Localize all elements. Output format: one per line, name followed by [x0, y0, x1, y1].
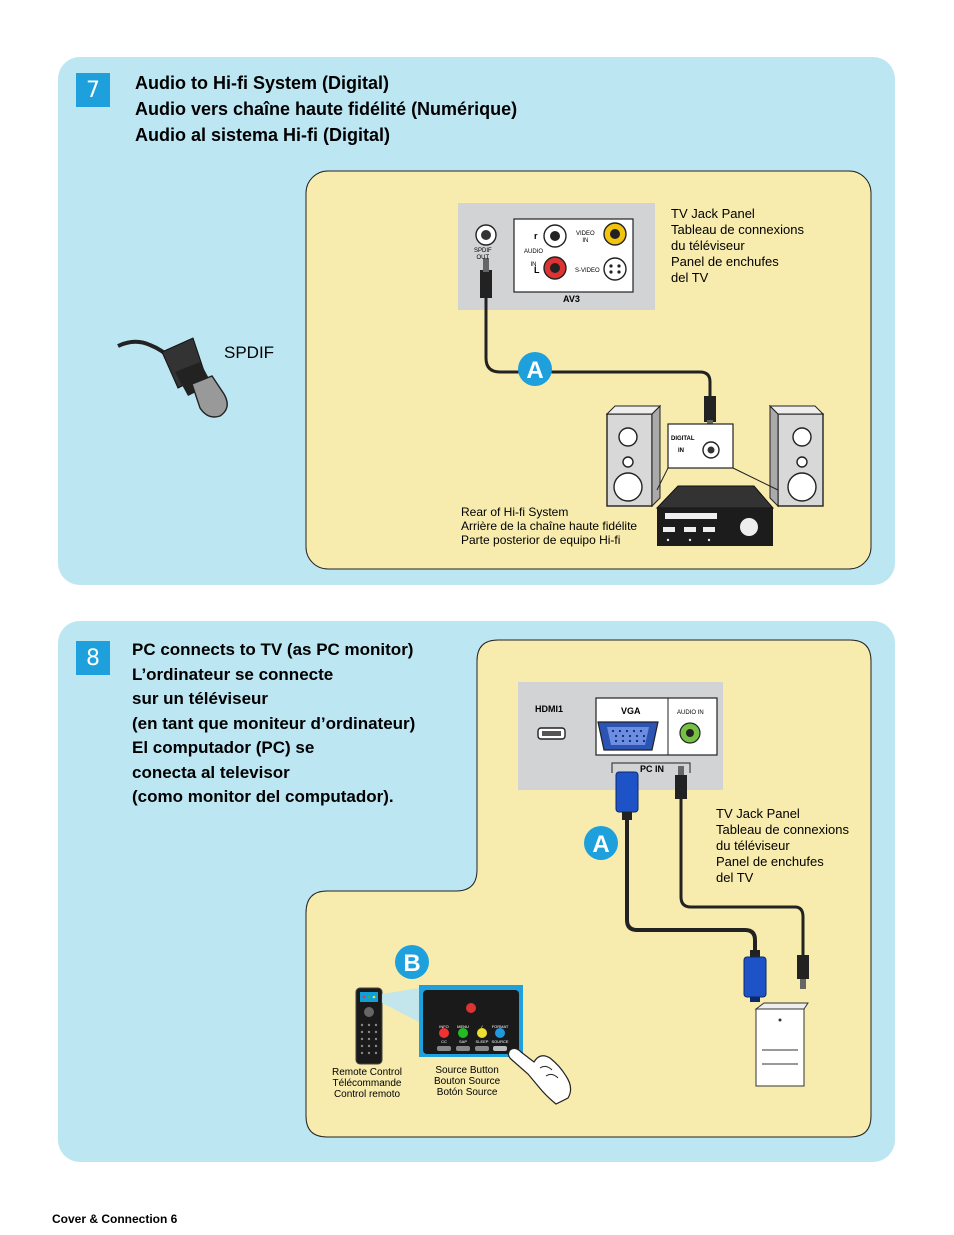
l-label: L — [534, 265, 540, 275]
audio-in-label: AUDIO IN — [524, 246, 543, 272]
svg-text:✓: ✓ — [480, 1024, 483, 1029]
section-7-title: Audio to Hi-fi System (Digital) Audio ve… — [135, 70, 517, 148]
hdmi-label: HDMI1 — [535, 704, 564, 714]
svg-text:INFO: INFO — [439, 1024, 449, 1029]
svg-text:A: A — [592, 831, 609, 858]
section-7-inner-box — [305, 170, 872, 570]
av3-label: AV3 — [563, 294, 580, 304]
title-line: Audio vers chaîne haute fidélité (Numéri… — [135, 99, 518, 119]
left-speaker — [605, 404, 662, 508]
pc-in-label: PC IN — [640, 764, 665, 774]
label-line: Botón Source — [436, 1087, 498, 1098]
title-line: (como monitor del computador). — [132, 787, 394, 806]
marker-b — [395, 945, 429, 979]
source-button-label: Source Button Bouton Source Botón Source — [434, 1065, 500, 1098]
svg-text:MENU: MENU — [457, 1024, 469, 1029]
title-line: Audio al sistema Hi-fi (Digital) — [135, 125, 391, 145]
marker-a-section-8 — [584, 826, 618, 860]
s-video-label: S-VIDEO — [575, 268, 600, 274]
audio-in-label-8: AUDIO IN — [677, 710, 704, 716]
title-line: conecta al televisor — [132, 762, 290, 782]
label-line: Télécommande — [332, 1078, 402, 1089]
pointing-hand-icon — [507, 1047, 572, 1105]
title-line: (en tant que moniteur d’ordinateur) — [132, 713, 416, 733]
label-line: SPDIF — [474, 248, 492, 254]
label-line: Remote Control — [332, 1067, 403, 1078]
remote-control-label: Remote Control Télécommande Control remo… — [332, 1067, 402, 1100]
marker-a-section-7 — [518, 352, 552, 386]
vga-plug-bottom — [743, 956, 767, 998]
tv-panel-label-8: TV Jack Panel Tableau de connexions du t… — [716, 806, 849, 886]
label-line: Source Button — [435, 1065, 499, 1076]
right-speaker — [768, 404, 825, 508]
vga-plug-top — [615, 771, 639, 813]
svg-text:CC: CC — [441, 1039, 447, 1044]
pc-tower — [754, 1002, 809, 1087]
vga-label: VGA — [621, 706, 641, 716]
title-line: L’ordinateur se connecte — [132, 664, 334, 684]
label-line: VIDEO — [576, 231, 595, 237]
label-line: AUDIO — [524, 249, 544, 255]
label-line: Tableau de connexions — [671, 222, 804, 237]
label-line: Panel de enchufes — [716, 854, 824, 869]
label-line: TV Jack Panel — [671, 206, 755, 221]
label-line: OUT — [476, 255, 490, 261]
label-line: IN — [678, 448, 684, 454]
digital-in-label: DIGITAL IN — [671, 433, 695, 457]
spdif-label: SPDIF — [224, 343, 275, 362]
svg-text:B: B — [403, 950, 420, 977]
digital-in-panel — [667, 423, 734, 469]
step-7-number: 7 — [76, 73, 110, 107]
label-line: Panel de enchufes — [671, 254, 779, 269]
label-line: TV Jack Panel — [716, 806, 800, 821]
svg-text:SAP: SAP — [459, 1039, 467, 1044]
page-footer: Cover & Connection 6 — [52, 1212, 178, 1226]
spdif-out-label: SPDIF OUT — [474, 248, 492, 262]
step-8-number: 8 — [76, 641, 110, 675]
label-line: Arrière de la chaîne haute fidélite — [461, 519, 638, 533]
source-button — [493, 1046, 507, 1051]
spdif-cable-illustration — [117, 337, 228, 418]
svg-text:SOURCE: SOURCE — [491, 1039, 508, 1044]
title-line: El computador (PC) se — [132, 738, 315, 757]
title-line: Audio to Hi-fi System (Digital) — [135, 73, 389, 93]
svg-text:SLEEP: SLEEP — [476, 1039, 489, 1044]
tv-panel-label-7: TV Jack Panel Tableau de connexions du t… — [671, 206, 804, 286]
label-line: Control remoto — [333, 1089, 401, 1100]
label-line: du téléviseur — [671, 238, 745, 253]
label-line: Rear of Hi-fi System — [461, 505, 569, 519]
label-line: Tableau de connexions — [716, 822, 849, 837]
label-line: Bouton Source — [434, 1076, 501, 1087]
svg-text:FORMAT: FORMAT — [492, 1024, 509, 1029]
s-video-jack — [603, 257, 627, 281]
spdif-plug-bottom — [704, 396, 716, 422]
remote-closeup — [423, 990, 519, 1054]
label-line: IN — [582, 238, 589, 244]
label-line: du téléviseur — [716, 838, 790, 853]
hifi-unit — [655, 485, 775, 546]
r-label: r — [534, 231, 538, 241]
hifi-rear-label: Rear of Hi-fi System Arrière de la chaîn… — [461, 505, 637, 547]
label-line: Parte posterior de equipo Hi-fi — [461, 533, 621, 547]
audio-plug-top — [675, 775, 687, 799]
section-8-title: PC connects to TV (as PC monitor) L’ordi… — [132, 638, 415, 810]
label-line: DIGITAL — [671, 436, 695, 442]
label-line: IN — [530, 262, 537, 268]
svg-text:A: A — [526, 357, 543, 384]
audio-plug-bottom — [797, 955, 809, 979]
remote-control — [355, 987, 383, 1065]
label-line: del TV — [671, 270, 709, 285]
title-line: PC connects to TV (as PC monitor) — [132, 640, 414, 659]
title-line: sur un téléviseur — [132, 689, 269, 708]
video-in-label: VIDEO IN — [576, 231, 595, 245]
spdif-plug-top — [480, 270, 492, 298]
label-line: del TV — [716, 870, 754, 885]
